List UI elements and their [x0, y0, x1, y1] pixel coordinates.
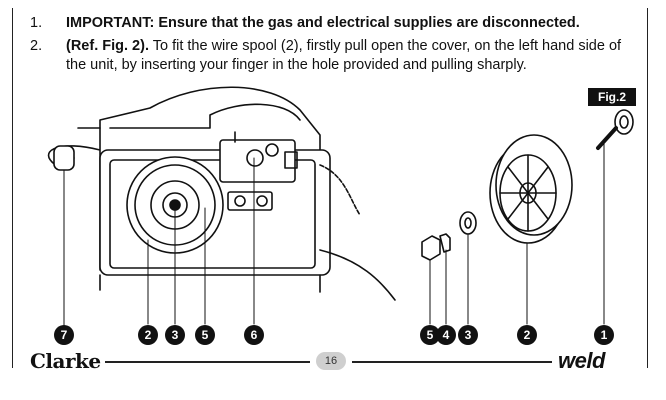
- callout-left-7: 7: [54, 325, 74, 345]
- callout-left-6: 6: [244, 325, 264, 345]
- instruction-step-1: 1. IMPORTANT: Ensure that the gas and el…: [30, 14, 640, 33]
- callout-right-5: 5: [420, 325, 440, 345]
- step-text: To fit the wire spool (2), firstly pull …: [66, 38, 622, 73]
- callout-leader-lines: [63, 139, 605, 327]
- callout-left-5: 5: [195, 325, 215, 345]
- step-lead: (Ref. Fig. 2).: [66, 38, 149, 54]
- callout-left-2: 2: [138, 325, 158, 345]
- step-number: 2.: [30, 38, 43, 54]
- wire-feed-mechanism-illustration: [219, 131, 298, 211]
- welding-torch-illustration: [47, 145, 101, 321]
- step-lead: IMPORTANT: Ensure that the gas and elect…: [66, 15, 580, 31]
- instructions: 1. IMPORTANT: Ensure that the gas and el…: [30, 14, 640, 79]
- figure-label: Fig.2: [588, 88, 636, 106]
- callout-right-3: 3: [458, 325, 478, 345]
- welder-body-illustration: [77, 86, 396, 301]
- clarke-logo: Clarke: [30, 349, 101, 373]
- wire-spool-illustration: [489, 134, 573, 244]
- weld-logo: weld: [558, 348, 605, 373]
- instruction-step-2: 2. (Ref. Fig. 2). To fit the wire spool …: [30, 37, 640, 75]
- page-frame: [12, 8, 648, 368]
- callout-left-3: 3: [165, 325, 185, 345]
- callout-right-4: 4: [436, 325, 456, 345]
- spool-hub-parts-illustration: [421, 211, 477, 261]
- step-number: 1.: [30, 15, 43, 31]
- callout-right-1: 1: [594, 325, 614, 345]
- footer-rule-left: [105, 361, 310, 363]
- page-number: 16: [316, 352, 346, 370]
- callout-right-2: 2: [517, 325, 537, 345]
- footer-rule-right: [352, 361, 552, 363]
- spool-spindle-illustration: [596, 109, 634, 150]
